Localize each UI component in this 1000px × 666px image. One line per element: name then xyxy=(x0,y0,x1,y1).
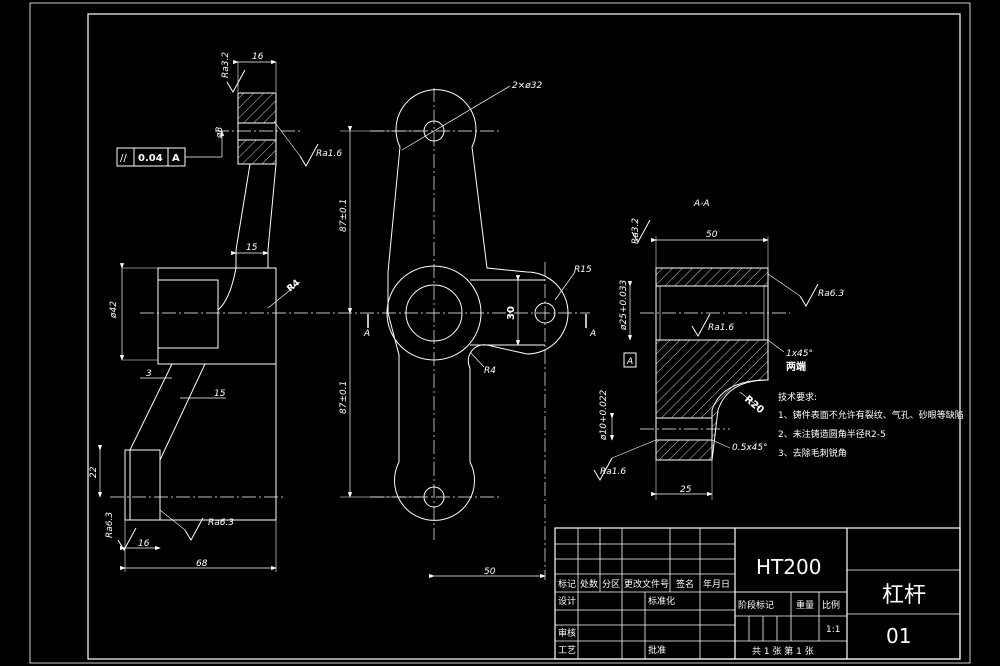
top-boss-hatch-lower xyxy=(237,139,277,165)
section-chamfer-ends: 1x45° xyxy=(786,349,813,359)
tech-item-1: 1、铸件表面不允许有裂纹、气孔、砂眼等缺陷 xyxy=(778,409,964,421)
stage-mark-label: 阶段标记 xyxy=(738,599,774,611)
tolerance-value: 0.04 xyxy=(138,153,163,164)
front-r15: R15 xyxy=(574,265,592,275)
side-dim-15-lower: 15 xyxy=(214,389,226,399)
section-title: A-A xyxy=(693,199,710,209)
front-view xyxy=(340,85,590,580)
header-cell-2: 分区 xyxy=(602,579,620,590)
section-datum: A xyxy=(626,357,633,367)
front-dim-lower: 87±0.1 xyxy=(339,381,349,414)
header-cell-4: 签名 xyxy=(676,578,694,590)
inner-frame xyxy=(87,13,961,660)
section-small-bore: ø10+0.022 xyxy=(599,389,609,441)
weight-label: 重量 xyxy=(796,599,814,611)
front-dim-50: 50 xyxy=(484,567,496,577)
top-boss-hatch-upper xyxy=(237,92,277,124)
side-dim-22: 22 xyxy=(89,466,99,478)
section-ra-1-6-lower: Ra1.6 xyxy=(600,467,626,477)
section-ra-top: Ra3.2 xyxy=(631,218,641,244)
section-ra-6-3: Ra6.3 xyxy=(818,289,844,299)
standardize-label: 标准化 xyxy=(648,595,675,607)
design-label: 设计 xyxy=(558,595,576,607)
front-holes: 2×ø32 xyxy=(512,81,542,91)
front-section-right: A xyxy=(589,329,596,339)
front-section-left: A xyxy=(363,329,370,339)
section-dim-50: 50 xyxy=(706,230,718,240)
front-dim-30: 30 xyxy=(506,306,517,320)
drawing-no: 01 xyxy=(886,624,911,648)
section-dim-25: 25 xyxy=(680,485,692,495)
side-ra-1-6: Ra1.6 xyxy=(316,149,342,159)
header-cell-0: 标记 xyxy=(558,578,576,590)
title-block xyxy=(554,527,961,660)
scale-value: 1:1 xyxy=(826,625,840,635)
header-cell-5: 年月日 xyxy=(703,578,730,590)
material: HT200 xyxy=(756,555,821,579)
section-bore: ø25+0.033 xyxy=(619,279,629,331)
part-name: 杠杆 xyxy=(882,583,926,608)
side-ra-6-3-bottom: Ra6.3 xyxy=(208,518,234,528)
section-ra-1-6: Ra1.6 xyxy=(708,323,734,333)
sheets-label: 共 1 张 第 1 张 xyxy=(752,645,814,657)
front-r4: R4 xyxy=(484,366,496,376)
review-label: 审核 xyxy=(558,627,576,639)
tech-title: 技术要求: xyxy=(778,391,817,403)
side-dia-42: ø42 xyxy=(109,301,119,319)
side-dia-8: ø8 xyxy=(215,126,225,139)
approve-label: 批准 xyxy=(648,644,666,656)
side-width-16-top: 16 xyxy=(252,52,264,62)
side-dim-68: 68 xyxy=(196,559,208,569)
section-r20: R20 xyxy=(742,394,766,416)
section-chamfer-ends-note: 两端 xyxy=(786,360,806,373)
header-cell-3: 更改文件号 xyxy=(624,578,669,590)
side-dim-3: 3 xyxy=(146,369,152,379)
side-dim-15-upper: 15 xyxy=(246,243,258,253)
tech-item-2: 2、未注铸造圆角半径R2-5 xyxy=(778,428,886,440)
side-ra-6-3-left: Ra6.3 xyxy=(105,512,115,538)
scale-label: 比例 xyxy=(822,599,840,611)
process-label: 工艺 xyxy=(558,645,576,656)
tolerance-datum: A xyxy=(172,153,180,164)
side-ra-top: Ra3.2 xyxy=(221,52,231,78)
tolerance-symbol: // xyxy=(120,153,127,164)
tech-item-3: 3、去除毛刺锐角 xyxy=(778,447,847,459)
front-dim-upper: 87±0.1 xyxy=(339,199,349,232)
outer-frame xyxy=(29,2,971,664)
section-view xyxy=(593,219,819,500)
side-view xyxy=(97,59,360,572)
header-cell-1: 处数 xyxy=(580,578,598,590)
side-dim-16-bottom: 16 xyxy=(138,539,150,549)
section-chamfer-small: 0.5x45° xyxy=(732,443,768,453)
